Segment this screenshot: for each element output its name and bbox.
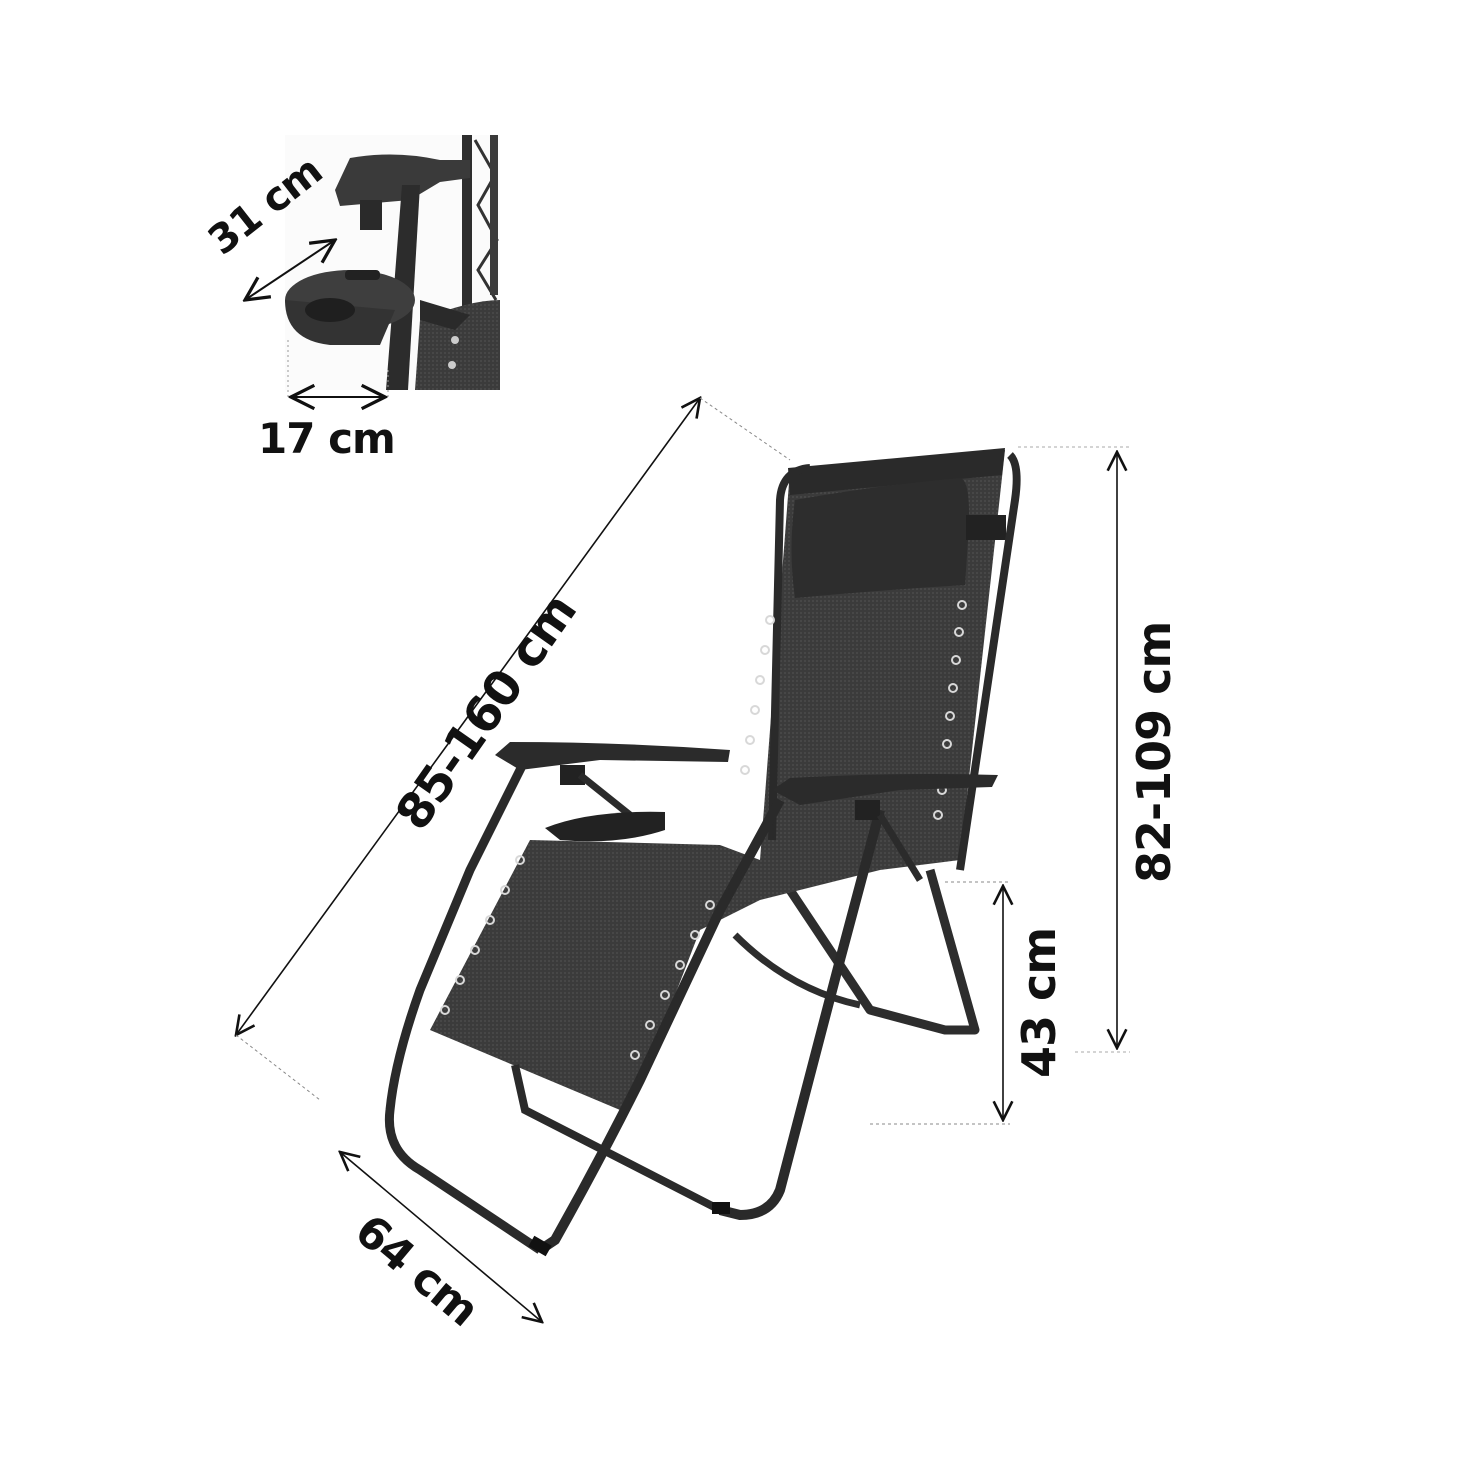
width-dimension-line — [340, 1152, 542, 1322]
length-dimension-line — [236, 398, 700, 1035]
seat-height-label: 43 cm — [1012, 927, 1066, 1078]
height-label: 82-109 cm — [1127, 621, 1181, 883]
tray-width-label: 17 cm — [258, 414, 396, 463]
dimension-lines — [236, 398, 1130, 1322]
lounge-chair — [384, 448, 1021, 1257]
tray-depth-dimension-line — [245, 240, 335, 300]
tray-inset — [245, 135, 500, 400]
